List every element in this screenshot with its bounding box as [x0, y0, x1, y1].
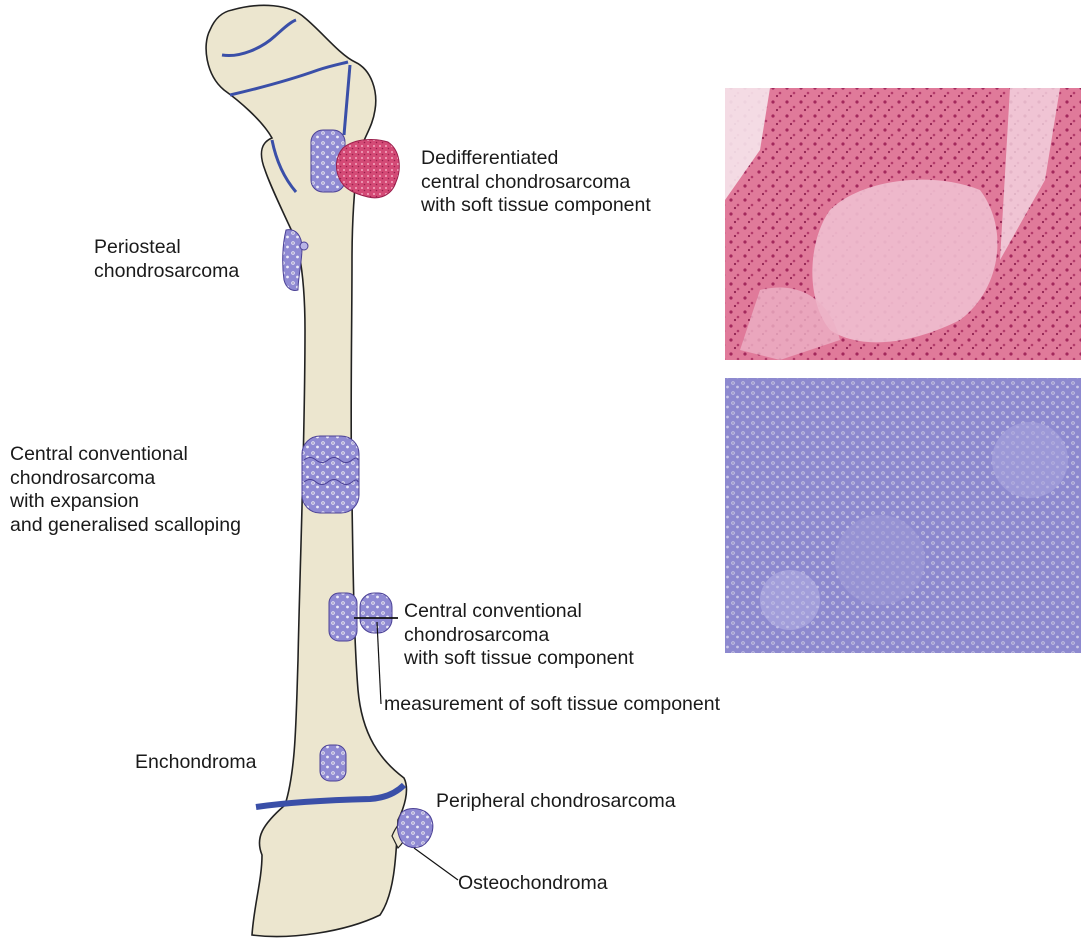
central-lesion-soft-tissue: [360, 593, 392, 633]
central-expansion-label-line-2: chondrosarcoma: [10, 467, 241, 491]
periosteal-label-line-1: Periosteal: [94, 236, 239, 260]
peripheral-label: Peripheral chondrosarcoma: [436, 790, 676, 814]
central-soft-tissue-label-line-1: Central conventional: [404, 600, 634, 624]
enchondroma-lesion: [320, 745, 346, 781]
expansion-lesion: [302, 436, 359, 513]
central-lesion-intraosseous: [329, 593, 357, 641]
central-expansion-label-line-1: Central conventional: [10, 443, 241, 467]
central-expansion-label-line-3: with expansion: [10, 490, 241, 514]
dedifferentiated-label-line-1: Dedifferentiated: [421, 147, 651, 171]
enchondroma-label-text: Enchondroma: [135, 751, 256, 775]
periosteal-lesion: [283, 230, 302, 291]
osteochondroma-label: Osteochondroma: [458, 872, 608, 896]
peripheral-lesion: [398, 809, 433, 848]
osteochondroma-leader: [414, 848, 458, 880]
periosteal-label: Periosteal chondrosarcoma: [94, 236, 239, 283]
central-expansion-label-line-4: and generalised scalloping: [10, 514, 241, 538]
periosteal-nodule: [300, 242, 308, 250]
measurement-label: measurement of soft tissue component: [384, 693, 720, 717]
dedifferentiated-label: Dedifferentiated central chondrosarcoma …: [421, 147, 651, 218]
measurement-label-text: measurement of soft tissue component: [384, 693, 720, 717]
peripheral-label-text: Peripheral chondrosarcoma: [436, 790, 676, 814]
he-stain-micrograph: [725, 88, 1081, 360]
dedifferentiated-label-line-2: central chondrosarcoma: [421, 171, 651, 195]
central-soft-tissue-label: Central conventional chondrosarcoma with…: [404, 600, 634, 671]
central-expansion-label: Central conventional chondrosarcoma with…: [10, 443, 241, 537]
central-soft-tissue-label-line-2: chondrosarcoma: [404, 624, 634, 648]
periosteal-label-line-2: chondrosarcoma: [94, 260, 239, 284]
central-soft-tissue-label-line-3: with soft tissue component: [404, 647, 634, 671]
cartilage-micrograph: [725, 378, 1081, 653]
osteochondroma-label-text: Osteochondroma: [458, 872, 608, 896]
dedifferentiated-label-line-3: with soft tissue component: [421, 194, 651, 218]
measurement-leader: [377, 622, 381, 704]
enchondroma-label: Enchondroma: [135, 751, 256, 775]
